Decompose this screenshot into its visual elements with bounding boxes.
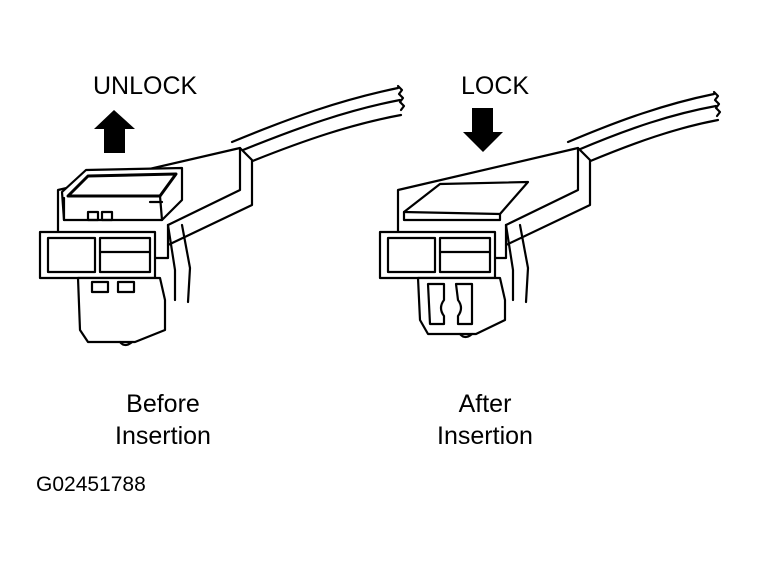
caption-before-line1: Before — [126, 390, 200, 418]
lock-label: LOCK — [461, 72, 530, 100]
arrow-down-icon — [463, 108, 503, 152]
lock-tab-unlocked — [62, 168, 182, 220]
arrow-up-icon — [94, 110, 135, 153]
connector-before — [40, 86, 404, 345]
figure-id: G02451788 — [36, 473, 146, 496]
connector-after — [380, 92, 720, 337]
plug-left — [78, 278, 165, 342]
caption-after-line1: After — [458, 390, 512, 418]
unlock-label: UNLOCK — [93, 72, 198, 100]
caption-before-line2: Insertion — [115, 422, 211, 450]
caption-after-line2: Insertion — [437, 422, 533, 450]
wire-harness-right — [568, 92, 720, 162]
lock-tab-locked — [404, 182, 528, 220]
wire-harness-left — [232, 86, 404, 162]
